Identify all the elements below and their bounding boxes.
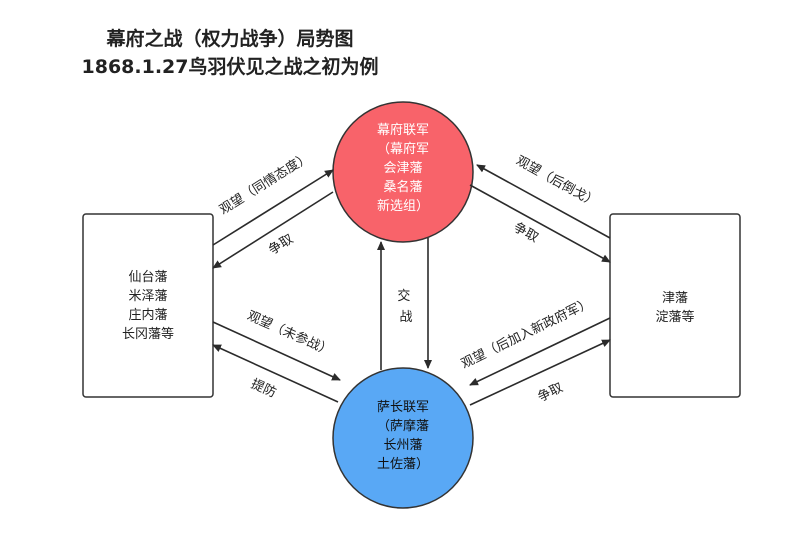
edge-satcho-to-left <box>212 344 339 403</box>
node-line: 萨长联军 <box>376 400 429 415</box>
node-line: （幕府军 <box>376 142 429 157</box>
edge-right-to-shogunate <box>476 164 611 239</box>
edge-left-to-satcho <box>212 321 341 381</box>
edge-shogunate-to-right <box>469 184 611 263</box>
right-domains-box <box>609 213 741 398</box>
left-domains-label: 仙台藩 米泽藩 庄内藩 长冈藩等 <box>83 268 213 344</box>
label-right-to-shogunate: 观望（后倒戈） <box>513 152 600 210</box>
node-line: 幕府联军 <box>376 123 429 138</box>
diagram-subtitle: 1868.1.27鸟羽伏见之战之初为例 <box>81 56 379 78</box>
node-line: 会津藩 <box>383 161 423 176</box>
label-left-to-satcho: 观望（未参战） <box>245 308 335 360</box>
edge-left-to-shogunate <box>212 169 334 246</box>
node-line: 土佐藩） <box>376 457 429 472</box>
node-line: 桑名藩 <box>383 180 423 195</box>
node-line: 长冈藩等 <box>121 327 174 342</box>
satcho-alliance-label: 萨长联军 （萨摩藩 长州藩 土佐藩） <box>343 398 463 474</box>
label-left-to-shogunate: 观望（同情态度） <box>217 149 314 218</box>
left-domains-box <box>82 213 214 398</box>
edge-right-to-satcho <box>469 317 611 386</box>
edge-shogunate-to-left <box>212 191 334 269</box>
node-line: 淀藩等 <box>655 310 695 325</box>
diagram-title: 幕府之战（权力战争）局势图 <box>106 28 354 50</box>
label-right-to-satcho: 观望（后加入新政府军） <box>458 295 594 372</box>
node-line: 长州藩 <box>383 438 423 453</box>
satcho-alliance-node <box>332 367 474 509</box>
label-shogunate-satcho: 交 战 <box>397 288 414 325</box>
node-line: 庄内藩 <box>128 308 168 323</box>
node-line: 津藩 <box>661 291 688 306</box>
right-domains-label: 津藩 淀藩等 <box>610 289 740 327</box>
node-line: 新选组） <box>376 199 429 214</box>
label-shogunate-to-left: 争取 <box>266 232 296 259</box>
label-shogunate-to-right: 争取 <box>511 220 541 246</box>
label-satcho-to-right: 争取 <box>535 380 565 405</box>
node-line: 米泽藩 <box>128 289 168 304</box>
label-satcho-to-left: 提防 <box>248 376 278 401</box>
edge-satcho-to-right <box>469 339 611 406</box>
node-line: 仙台藩 <box>128 270 168 285</box>
shogunate-alliance-label: 幕府联军 （幕府军 会津藩 桑名藩 新选组） <box>343 121 463 216</box>
node-line: （萨摩藩 <box>376 419 429 434</box>
